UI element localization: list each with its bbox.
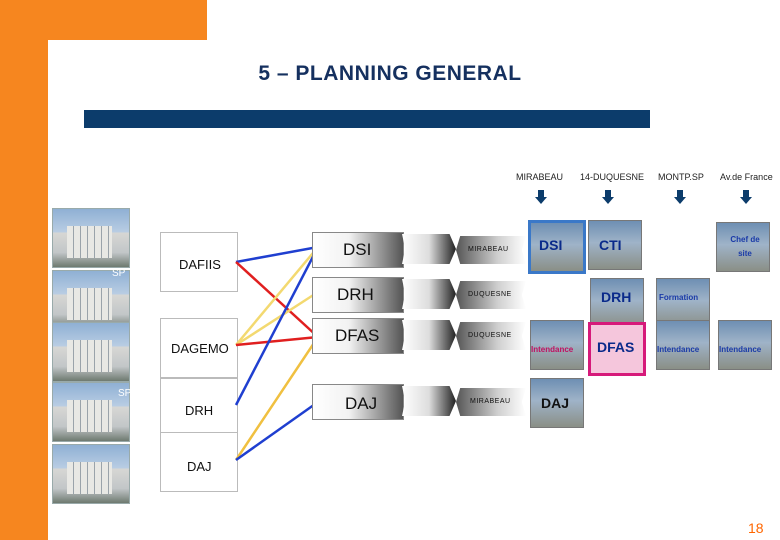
- destination-label: DUQUESNE: [468, 291, 512, 298]
- tile-label: Chef de site: [730, 235, 760, 258]
- slide-title: 5 – PLANNING GENERAL: [258, 62, 522, 85]
- site-label-duquesne: 14-DUQUESNE: [580, 172, 645, 182]
- orange-sidebar: [0, 40, 48, 540]
- title-rule: [84, 110, 650, 128]
- tile-dsi: DSI: [528, 220, 586, 274]
- middle-box-drh: DRH: [312, 277, 404, 313]
- tile-label: Formation: [659, 293, 699, 302]
- middle-box-dsi: DSI: [312, 232, 404, 268]
- left-box-dafiis: DAFIIS: [160, 232, 238, 292]
- tile-label: DSI: [539, 237, 563, 253]
- destination-box-mirabeau: MIRABEAU: [456, 388, 526, 416]
- left-box-label: DRH: [185, 403, 214, 418]
- left-box-dagemo: DAGEMO: [160, 318, 238, 378]
- left-box-label: DAFIIS: [179, 257, 221, 272]
- arrow-chevron: [402, 320, 456, 350]
- arrow-down-icon: [674, 190, 686, 204]
- tile-intendance: Intendance: [718, 320, 772, 370]
- middle-box-dfas: DFAS: [312, 318, 404, 354]
- tile-daj: DAJ: [530, 378, 584, 428]
- connector-line: [235, 245, 319, 264]
- site-label-mirabeau: MIRABEAU: [516, 172, 564, 182]
- tile-chef-de-site: Chef de site: [716, 222, 770, 272]
- connector-line: [235, 261, 319, 338]
- middle-box-label: DAJ: [345, 394, 378, 413]
- tile-drh: DRH: [590, 278, 644, 328]
- building-photo: [52, 444, 130, 504]
- middle-box-daj: DAJ: [312, 384, 404, 420]
- site-label-montp: MONTP.SP: [658, 172, 704, 182]
- connector-line: [234, 336, 320, 461]
- tile-label: Intendance: [719, 345, 762, 354]
- building-photo: [52, 270, 130, 330]
- connector-line: [235, 400, 319, 462]
- arrow-down-icon: [535, 190, 547, 204]
- building-photo: [52, 208, 130, 268]
- destination-label: MIRABEAU: [470, 398, 511, 405]
- middle-box-label: DFAS: [335, 326, 380, 345]
- left-box-label: DAJ: [187, 459, 212, 474]
- left-box-drh: DRH: [160, 378, 238, 438]
- destination-box-duquesne: DUQUESNE: [456, 281, 526, 309]
- destination-box-duquesne: DUQUESNE: [456, 322, 526, 350]
- orange-corner-band: [0, 0, 207, 40]
- connector-line: [235, 290, 319, 347]
- arrow-down-icon: [602, 190, 614, 204]
- tile-label: DRH: [601, 289, 632, 305]
- connector-line: [235, 335, 319, 347]
- destination-label: DUQUESNE: [468, 332, 512, 339]
- left-box-label: DAGEMO: [171, 341, 229, 356]
- middle-box-label: DRH: [337, 285, 374, 304]
- tile-dfas: DFAS: [588, 322, 646, 376]
- tile-cti: CTI: [588, 220, 642, 270]
- left-box-daj: DAJ: [160, 432, 238, 492]
- middle-box-label: DSI: [343, 240, 372, 259]
- destination-label: MIRABEAU: [468, 246, 509, 253]
- site-label-avdefrance: Av.de France: [720, 172, 773, 182]
- arrow-chevron: [402, 279, 456, 309]
- building-photo: [52, 382, 130, 442]
- connector-line: [234, 246, 320, 406]
- tile-intendance: Intendance: [530, 320, 584, 370]
- tile-label: Intendance: [657, 345, 700, 354]
- tile-label: DFAS: [597, 339, 635, 355]
- arrow-chevron: [402, 234, 456, 264]
- destination-box-mirabeau: MIRABEAU: [456, 236, 526, 264]
- tile-label: DAJ: [541, 395, 570, 411]
- building-photo: [52, 322, 130, 382]
- tile-label: Intendance: [531, 345, 574, 354]
- sp-label: SP: [112, 268, 126, 279]
- tile-label: CTI: [599, 237, 622, 253]
- arrow-down-icon: [740, 190, 752, 204]
- page-number: 18: [748, 520, 764, 536]
- sp-label: SP: [118, 388, 132, 399]
- connector-line: [235, 246, 319, 346]
- tile-intendance: Intendance: [656, 320, 710, 370]
- arrow-chevron: [402, 386, 456, 416]
